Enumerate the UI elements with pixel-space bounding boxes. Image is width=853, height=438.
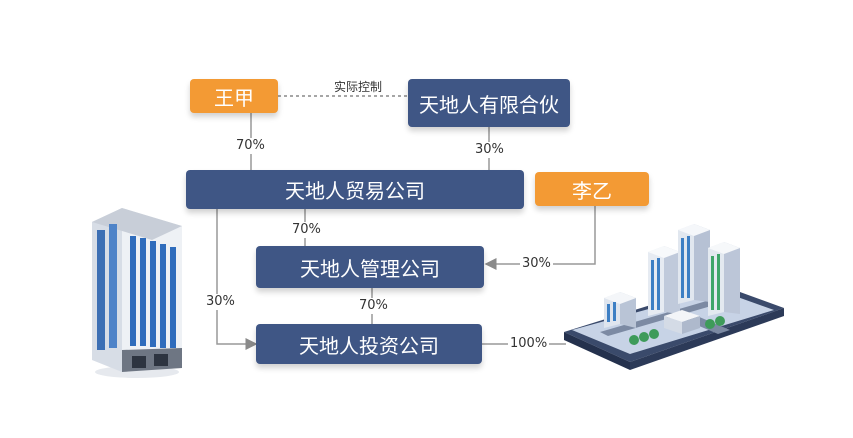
trade-to-investment-pct: 30% (204, 294, 237, 310)
city-on-tablet-illustration (564, 224, 784, 370)
partnership-box: 天地人有限合伙 (408, 79, 570, 127)
li-yi-box: 李乙 (535, 172, 649, 206)
wang-jia-box: 王甲 (190, 79, 278, 113)
management-company-box: 天地人管理公司 (256, 246, 484, 288)
partnership-to-trade-pct: 30% (473, 142, 506, 158)
trade-to-investment-line (216, 209, 258, 350)
li-to-management-pct: 30% (520, 256, 553, 272)
office-building-illustration (92, 208, 182, 378)
wang-to-trade-pct: 70% (234, 138, 267, 154)
investment-to-project-pct: 100% (508, 336, 550, 352)
management-to-investment-pct: 70% (357, 298, 390, 314)
trade-to-management-pct: 70% (290, 222, 323, 238)
actual-control-label: 实际控制 (334, 80, 383, 94)
investment-company-box: 天地人投资公司 (256, 324, 482, 364)
trade-company-box: 天地人贸易公司 (186, 170, 524, 209)
